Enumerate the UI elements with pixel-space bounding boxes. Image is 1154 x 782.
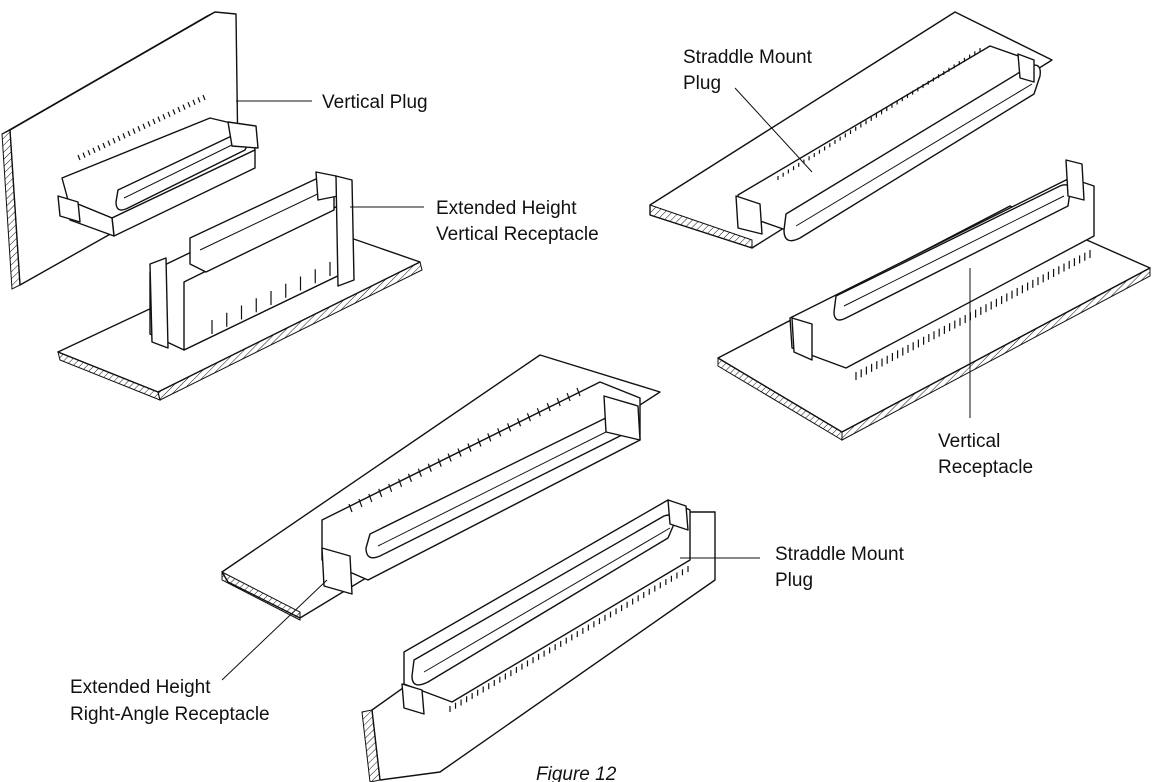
svg-text:Vertical Plug: Vertical Plug <box>322 92 428 113</box>
label-straddle-plug-bottom: Straddle Mount Plug <box>775 544 905 591</box>
svg-text:Plug: Plug <box>683 73 721 94</box>
svg-text:Receptacle: Receptacle <box>938 457 1033 478</box>
leader-lines <box>221 87 971 681</box>
svg-text:Straddle Mount: Straddle Mount <box>683 47 813 68</box>
label-ext-vertical-receptacle: Extended Height Vertical Receptacle <box>436 198 599 245</box>
straddle-plug-top <box>735 45 1041 242</box>
label-straddle-plug-top: Straddle Mount Plug <box>683 47 813 94</box>
vertical-receptacle <box>789 159 1095 380</box>
label-ext-right-angle-receptacle: Extended Height Right-Angle Receptacle <box>70 677 270 725</box>
figure-caption: Figure 12 <box>536 764 617 782</box>
label-vertical-receptacle: Vertical Receptacle <box>938 431 1033 478</box>
svg-text:Right-Angle Receptacle: Right-Angle Receptacle <box>70 704 270 725</box>
svg-text:Extended Height: Extended Height <box>436 198 577 219</box>
svg-text:Extended Height: Extended Height <box>70 677 211 698</box>
ext-vertical-receptacle <box>149 171 355 351</box>
vertical-plug <box>57 94 259 237</box>
svg-text:Plug: Plug <box>775 570 813 591</box>
svg-text:Vertical Receptacle: Vertical Receptacle <box>436 224 599 245</box>
label-vertical-plug: Vertical Plug <box>322 92 428 113</box>
ext-right-angle-receptacle <box>321 381 641 595</box>
straddle-plug-bottom <box>401 499 691 715</box>
svg-text:Straddle Mount: Straddle Mount <box>775 544 905 565</box>
svg-text:Vertical: Vertical <box>938 431 1000 452</box>
